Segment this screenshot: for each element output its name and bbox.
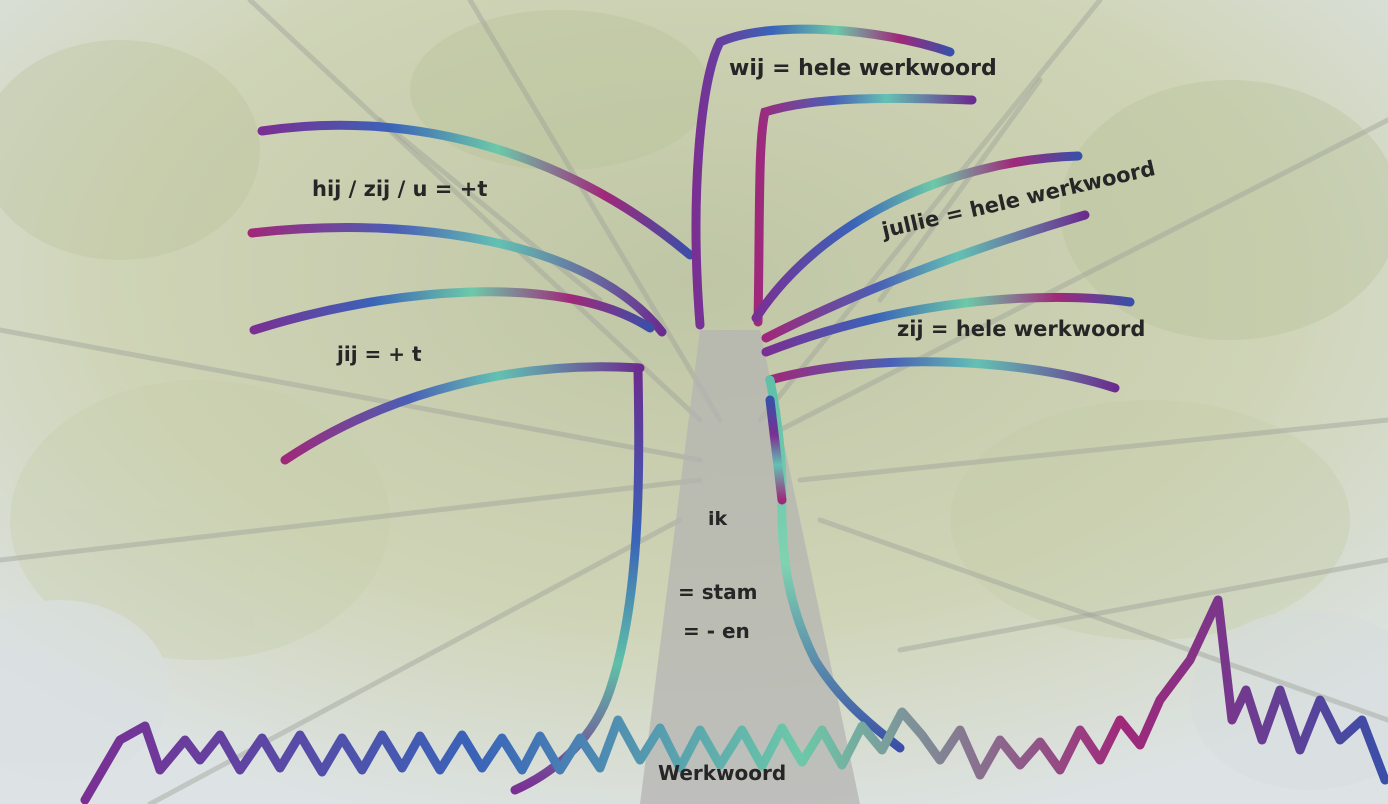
- label-hij-zij-u: hij / zij / u = +t: [312, 177, 488, 201]
- roots-zigzag: [80, 595, 1388, 804]
- right-branches: [751, 151, 1135, 393]
- trunk-right-inner: [765, 395, 787, 505]
- label-jij: jij = + t: [337, 342, 422, 366]
- label-stam: = stam: [678, 580, 758, 604]
- label-werkwoord: Werkwoord: [658, 761, 787, 785]
- trunk-shape: [640, 330, 860, 804]
- label-en: = - en: [683, 619, 750, 643]
- left-branches: [247, 120, 695, 465]
- foliage-patches: [0, 10, 1388, 790]
- label-ik: ik: [708, 508, 728, 530]
- top-branches: [691, 24, 977, 330]
- label-zij: zij = hele werkwoord: [897, 317, 1146, 341]
- label-wij: wij = hele werkwoord: [729, 56, 997, 81]
